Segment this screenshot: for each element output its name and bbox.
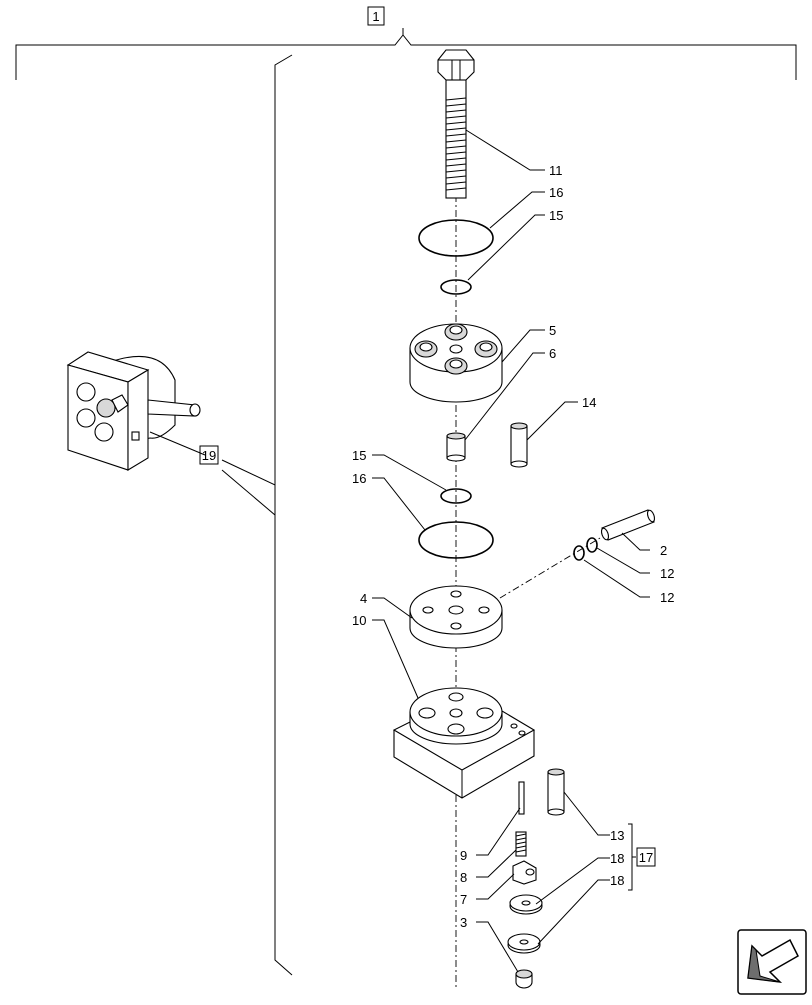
label-18-lower: 18 (610, 873, 624, 888)
label-5: 5 (549, 323, 556, 338)
o-ring-part-15-top (440, 279, 472, 295)
bracket-notch (221, 469, 276, 517)
label-17: 17 (639, 850, 653, 865)
disc-part-4 (409, 585, 503, 649)
label-2: 2 (660, 543, 667, 558)
label-7: 7 (460, 892, 467, 907)
label-8: 8 (460, 870, 467, 885)
label-18-upper: 18 (610, 851, 624, 866)
plug-part-3 (515, 969, 533, 989)
label-6: 6 (549, 346, 556, 361)
label-3: 3 (460, 915, 467, 930)
o-ring-part-16-mid (418, 521, 494, 559)
label-10: 10 (352, 613, 366, 628)
label-14: 14 (582, 395, 596, 410)
callout-box-17: 17 (636, 847, 656, 867)
label-4: 4 (360, 591, 367, 606)
label-16-top: 16 (549, 185, 563, 200)
arrow-down-left-icon[interactable] (737, 929, 807, 995)
label-16-mid: 16 (352, 471, 366, 486)
label-13: 13 (610, 828, 624, 843)
pin-part-14 (510, 422, 528, 468)
label-15-mid: 15 (352, 448, 366, 463)
pin-part-9 (518, 781, 525, 815)
label-19: 19 (202, 448, 216, 463)
label-9: 9 (460, 848, 467, 863)
washer-part-18-upper (509, 894, 543, 915)
label-1: 1 (372, 9, 379, 24)
callout-box-1: 1 (367, 6, 385, 26)
top-bracket (15, 28, 797, 80)
pin-part-2 (600, 509, 656, 541)
pin-axis (499, 537, 601, 599)
snap-ring-part-12-b (573, 545, 585, 561)
snap-ring-part-12-a (586, 537, 598, 553)
base-block-part-10 (392, 687, 536, 799)
label-11: 11 (549, 163, 563, 178)
assembly-thumbnail (66, 351, 206, 471)
label-12-a: 12 (660, 566, 674, 581)
spring-part-8 (515, 831, 527, 857)
bolt-part-11 (437, 49, 475, 199)
callout-box-19: 19 (199, 445, 219, 465)
detent-part-7 (512, 860, 537, 885)
sleeve-part-13 (547, 768, 565, 816)
o-ring-part-15-mid (440, 488, 472, 504)
o-ring-part-16-top (418, 219, 494, 257)
label-12-b: 12 (660, 590, 674, 605)
left-bracket (221, 54, 293, 976)
leader-lines (372, 129, 650, 973)
washer-part-18-lower (507, 933, 541, 954)
part-labels: 11 16 15 5 6 14 15 16 2 12 12 4 10 13 18… (352, 163, 674, 930)
disc-part-5 (409, 323, 503, 403)
sleeve-part-6 (446, 432, 466, 462)
label-15-top: 15 (549, 208, 563, 223)
